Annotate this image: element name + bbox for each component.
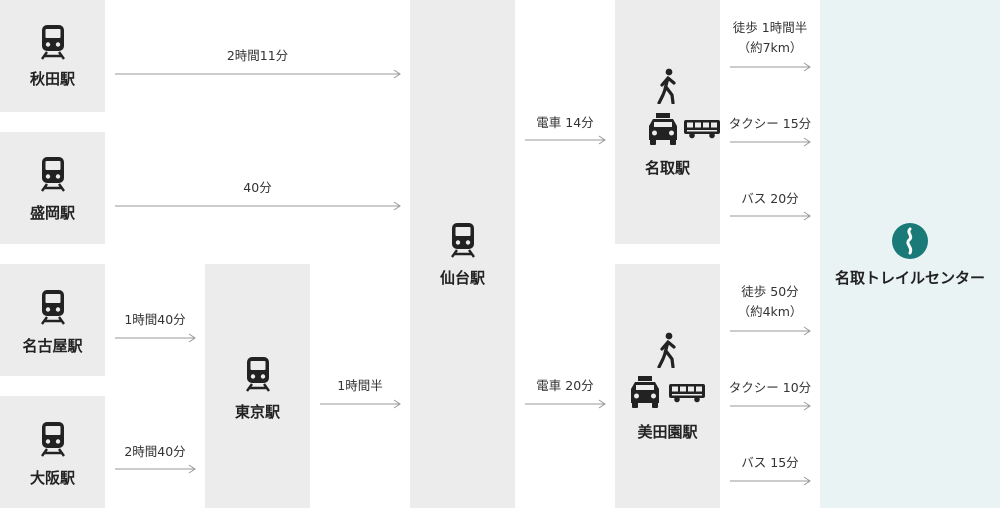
route-label: バス 20分 xyxy=(741,191,799,206)
train-icon xyxy=(39,289,67,329)
train-icon xyxy=(449,222,477,262)
route-arrow xyxy=(730,211,812,221)
route-arrow xyxy=(320,399,402,409)
route-label: 電車 14分 xyxy=(536,115,594,130)
route-label: タクシー 15分 xyxy=(728,116,812,131)
station-name: 東京駅 xyxy=(234,403,280,421)
route-arrow xyxy=(115,69,402,79)
route-arrow xyxy=(115,333,197,343)
walking-person-icon xyxy=(656,68,679,108)
station-name: 名古屋駅 xyxy=(22,337,83,355)
route-label: 1時間半 xyxy=(337,378,383,393)
train-icon xyxy=(39,421,67,461)
route-label: 1時間40分 xyxy=(124,312,186,327)
station-morioka: 盛岡駅 xyxy=(0,132,105,244)
route-label: 2時間40分 xyxy=(124,444,186,459)
station-name: 名取駅 xyxy=(644,159,690,177)
taxi-icon xyxy=(628,375,662,413)
route-arrow xyxy=(115,464,197,474)
station-name: 仙台駅 xyxy=(439,269,485,287)
station-osaka: 大阪駅 xyxy=(0,396,105,508)
station-name: 秋田駅 xyxy=(29,70,75,88)
route-arrow xyxy=(730,476,812,486)
goal-name: 名取トレイルセンター xyxy=(834,269,985,287)
route-label: 徒歩 50分 xyxy=(741,284,799,299)
train-icon xyxy=(39,156,67,196)
route-label: タクシー 10分 xyxy=(728,380,812,395)
route-label: 徒歩 1時間半 xyxy=(732,20,808,35)
route-arrow xyxy=(115,201,402,211)
route-arrow xyxy=(730,401,812,411)
route-label: （約4km） xyxy=(737,304,803,319)
station-sendai: 仙台駅 xyxy=(410,0,515,508)
route-arrow xyxy=(730,326,812,336)
station-nagoya: 名古屋駅 xyxy=(0,264,105,376)
goal-trail-center: 名取トレイルセンター xyxy=(820,0,1000,508)
route-arrow xyxy=(525,135,607,145)
route-arrow xyxy=(730,62,812,72)
station-mitazono: 美田園駅 xyxy=(615,264,720,508)
walking-person-icon xyxy=(656,332,679,372)
train-icon xyxy=(39,24,67,64)
bus-icon xyxy=(684,119,720,143)
route-arrow xyxy=(730,137,812,147)
trail-center-logo-icon xyxy=(892,223,928,263)
route-label: 40分 xyxy=(243,180,272,195)
taxi-icon xyxy=(646,112,680,150)
train-icon xyxy=(244,356,272,396)
station-name: 美田園駅 xyxy=(637,423,698,441)
route-label: 2時間11分 xyxy=(226,48,289,63)
route-label: （約7km） xyxy=(737,40,803,55)
route-label: バス 15分 xyxy=(741,455,799,470)
station-natori: 名取駅 xyxy=(615,0,720,244)
station-tokyo: 東京駅 xyxy=(205,264,310,508)
station-name: 盛岡駅 xyxy=(29,204,75,222)
route-label: 電車 20分 xyxy=(536,378,594,393)
route-arrow xyxy=(525,399,607,409)
station-akita: 秋田駅 xyxy=(0,0,105,112)
bus-icon xyxy=(669,383,705,407)
station-name: 大阪駅 xyxy=(29,469,75,487)
